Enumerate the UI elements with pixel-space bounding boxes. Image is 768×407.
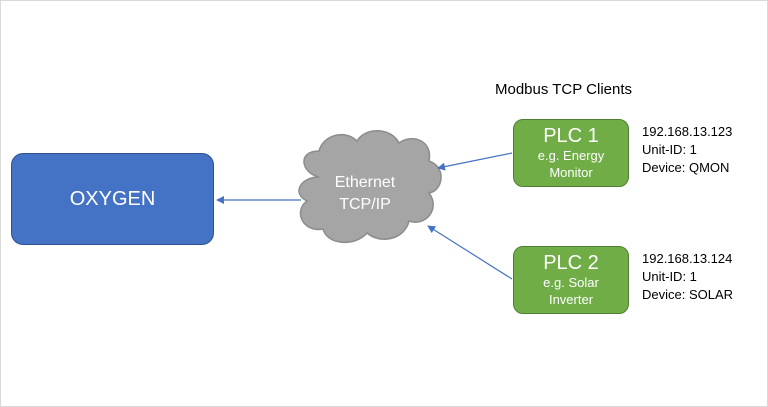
plc1-name: PLC 1 <box>543 125 599 147</box>
plc2-example-line1: e.g. Solar <box>543 275 599 290</box>
plc1-node: PLC 1 e.g. Energy Monitor <box>513 119 629 187</box>
plc1-example-line1: e.g. Energy <box>537 148 605 163</box>
plc2-device: Device: SOLAR <box>642 287 734 302</box>
plc1-ip: 192.168.13.123 <box>642 124 733 139</box>
plc2-info: 192.168.13.124 Unit-ID: 1 Device: SOLAR <box>642 250 733 304</box>
arrow-plc2-to-cloud <box>427 225 513 280</box>
plc2-name: PLC 2 <box>543 252 599 274</box>
plc2-ip: 192.168.13.124 <box>642 251 733 266</box>
arrow-plc1-to-cloud <box>437 152 513 171</box>
network-label: Ethernet TCP/IP <box>301 172 429 216</box>
plc1-unit-id: Unit-ID: 1 <box>642 142 697 157</box>
plc1-example-line2: Monitor <box>549 165 593 180</box>
plc2-example-line2: Inverter <box>548 292 594 307</box>
plc2-unit-id: Unit-ID: 1 <box>642 269 697 284</box>
plc1-device: Device: QMON <box>642 160 730 175</box>
plc1-info: 192.168.13.123 Unit-ID: 1 Device: QMON <box>642 123 732 177</box>
network-label-line1: Ethernet <box>334 174 396 191</box>
oxygen-label: OXYGEN <box>69 187 156 210</box>
oxygen-server-node: OXYGEN <box>11 153 214 245</box>
network-cloud <box>298 130 442 243</box>
network-label-line2: TCP/IP <box>339 196 391 213</box>
plc2-node: PLC 2 e.g. Solar Inverter <box>513 246 629 314</box>
clients-title: Modbus TCP Clients <box>495 81 633 98</box>
